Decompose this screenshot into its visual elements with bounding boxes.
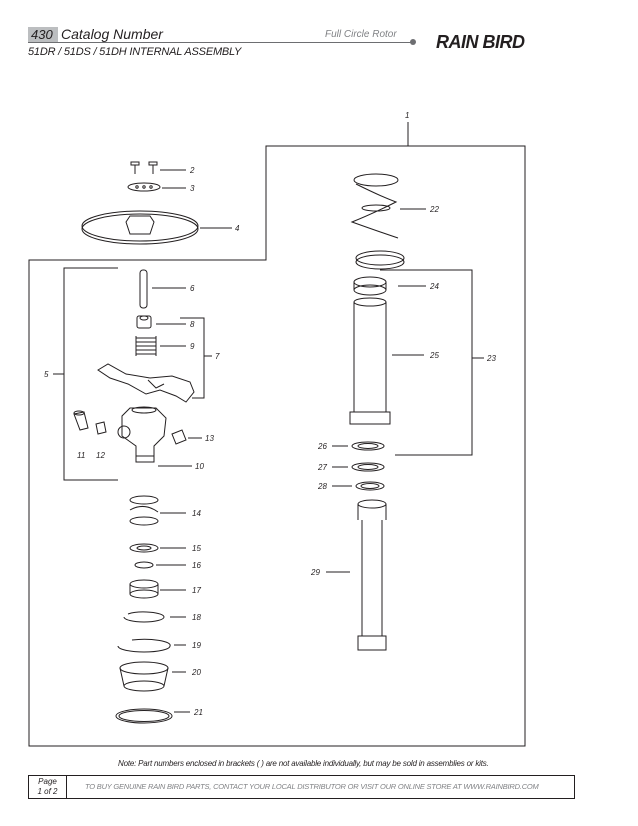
part-2-screws — [130, 161, 186, 174]
label-23: 23 — [486, 354, 496, 363]
label-20: 20 — [191, 668, 201, 677]
part-26-washer — [332, 441, 385, 451]
label-4: 4 — [235, 224, 240, 233]
part-22-spring — [350, 173, 426, 270]
part-18-snap-ring — [123, 611, 186, 623]
label-10: 10 — [195, 462, 204, 471]
label-11: 11 — [77, 451, 85, 460]
label-27: 27 — [317, 463, 327, 472]
label-1: 1 — [405, 111, 409, 120]
part-24-cap — [353, 276, 426, 296]
header-dot — [410, 39, 416, 45]
label-22: 22 — [429, 205, 439, 214]
part-28-ring — [332, 481, 385, 491]
label-24: 24 — [429, 282, 439, 291]
label-13: 13 — [205, 434, 214, 443]
product-subtitle: Full Circle Rotor — [325, 29, 397, 40]
label-25: 25 — [429, 351, 439, 360]
header-rule — [28, 42, 413, 43]
label-3: 3 — [190, 184, 195, 193]
part-8-nut — [136, 315, 186, 329]
catalog-label: Catalog Number — [61, 26, 163, 42]
part-13-plug — [171, 429, 202, 445]
part-19-retainer — [117, 638, 186, 653]
part-7-arm — [97, 363, 195, 403]
part-21-o-ring — [115, 708, 190, 724]
bracket-5 — [63, 267, 118, 481]
label-12: 12 — [96, 451, 105, 460]
part-4-cover — [81, 210, 232, 245]
page-indicator: Page 1 of 2 — [29, 776, 67, 798]
label-8: 8 — [190, 320, 195, 329]
bracket-23 — [380, 269, 473, 456]
label-18: 18 — [192, 613, 201, 622]
part-16-ring — [134, 561, 186, 569]
part-29-stem — [326, 499, 387, 651]
assembly-title: 51DR / 51DS / 51DH INTERNAL ASSEMBLY — [28, 46, 242, 58]
catalog-number: 430 — [28, 27, 58, 42]
rain-bird-logo: RAIN BIRD — [436, 32, 525, 52]
part-25-riser — [349, 297, 424, 425]
part-14-spring — [129, 495, 186, 526]
part-3-plate — [127, 182, 186, 192]
bracket-7 — [180, 317, 205, 399]
label-21: 21 — [193, 708, 203, 717]
label-28: 28 — [317, 482, 327, 491]
label-14: 14 — [192, 509, 201, 518]
label-7: 7 — [215, 352, 220, 361]
part-27-washer — [332, 462, 385, 472]
label-17: 17 — [192, 586, 201, 595]
page-label: Page — [38, 777, 57, 786]
label-29: 29 — [310, 568, 320, 577]
label-19: 19 — [192, 641, 201, 650]
label-2: 2 — [189, 166, 195, 175]
part-17-bearing — [129, 579, 186, 599]
part-20-bushing — [119, 661, 186, 692]
part-6-pin — [139, 269, 186, 309]
label-9: 9 — [190, 342, 195, 351]
label-6: 6 — [190, 284, 195, 293]
page-number: 1 of 2 — [37, 787, 58, 796]
label-26: 26 — [317, 442, 327, 451]
label-15: 15 — [192, 544, 201, 553]
parts-note: Note: Part numbers enclosed in brackets … — [118, 759, 489, 768]
label-5: 5 — [44, 370, 49, 379]
footer-store-link[interactable]: TO BUY GENUINE RAIN BIRD PARTS, CONTACT … — [85, 782, 539, 791]
part-15-washer — [129, 543, 186, 553]
part-9-spring — [135, 336, 186, 356]
footer-bar: Page 1 of 2 TO BUY GENUINE RAIN BIRD PAR… — [28, 775, 575, 799]
label-16: 16 — [192, 561, 201, 570]
assembly-outline — [28, 145, 526, 747]
part-11-nozzle — [73, 410, 89, 431]
part-12-nozzle — [95, 421, 107, 435]
part-10-body — [117, 406, 192, 467]
